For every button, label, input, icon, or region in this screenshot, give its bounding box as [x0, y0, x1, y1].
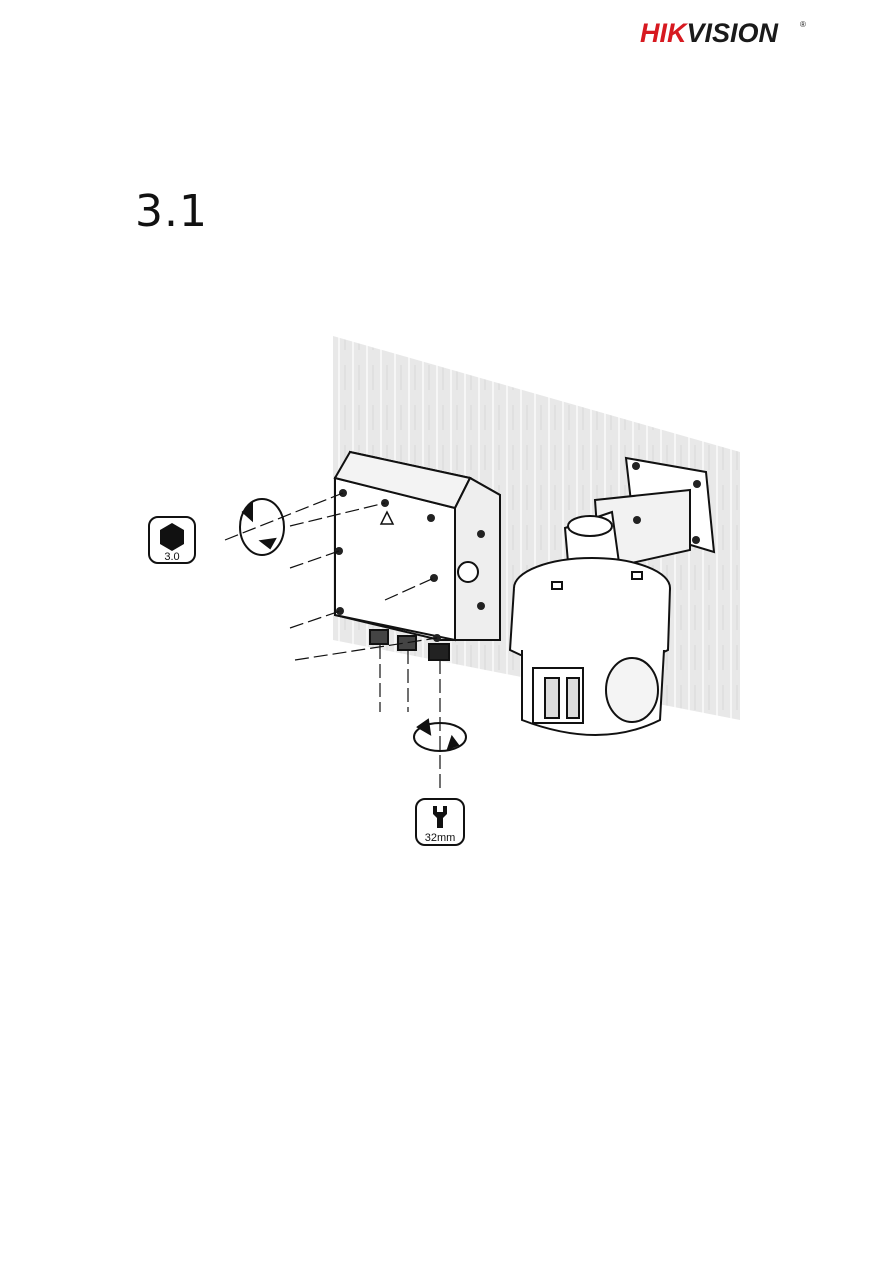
wrench-label: 32mm [425, 832, 456, 844]
logo-red-part: HIK [640, 18, 689, 48]
rotate-arrow-icon [240, 499, 284, 555]
svg-text:HIKVISION: HIKVISION [640, 18, 779, 48]
wrench-icon: 32mm [416, 799, 464, 845]
section-number: 3.1 [135, 186, 208, 237]
hex-key-icon: 3.0 [149, 517, 195, 563]
installation-figure: 3.0 32mm [0, 300, 883, 880]
hikvision-logo: HIKVISION ® [640, 18, 810, 48]
ptz-camera [510, 558, 670, 735]
registered-mark: ® [800, 20, 806, 29]
logo-dark-part: VISION [687, 18, 779, 48]
hex-key-label: 3.0 [164, 551, 179, 563]
